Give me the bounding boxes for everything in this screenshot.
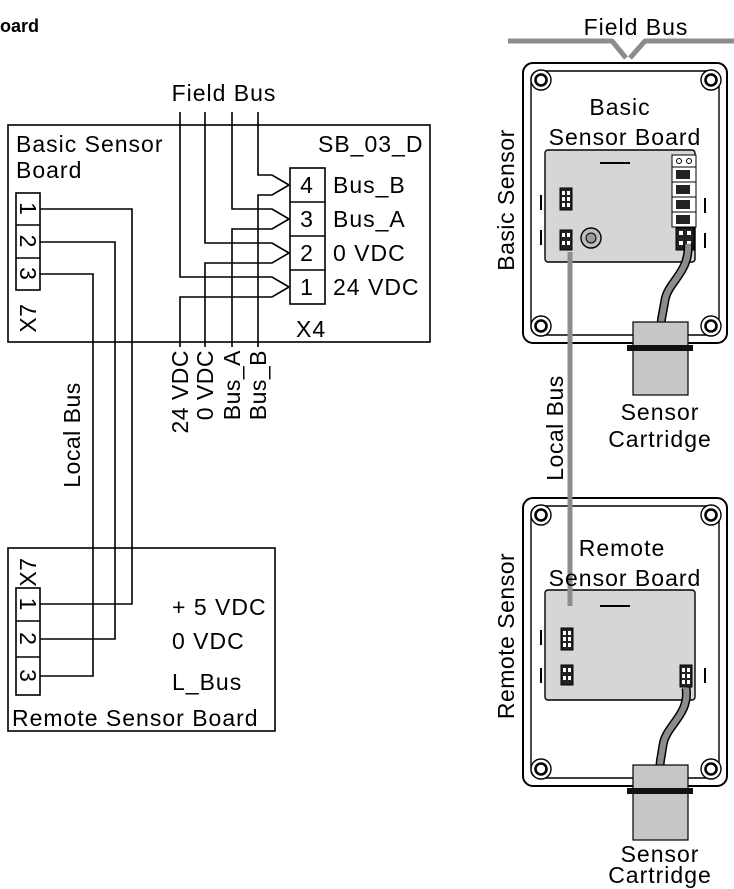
- remote-sensor-enclosure: [522, 497, 728, 841]
- connector-icon: [559, 187, 573, 211]
- basic-sensor-enclosure: Basic Sensor Board: [522, 62, 728, 396]
- wire-bus-b-out: [257, 184, 290, 347]
- remote-board-label-line2: Sensor Board: [549, 565, 702, 591]
- wire-0vdc-out: [204, 252, 290, 347]
- x4-pin-number: 2: [300, 240, 314, 266]
- x7-block: [15, 192, 41, 291]
- round-component-icon: [580, 227, 602, 249]
- local-bus-wire-pin2: [40, 241, 116, 640]
- wire-24vdc-in: [179, 112, 290, 288]
- sensor-cartridge: [632, 321, 689, 396]
- screw-icon: [700, 315, 722, 337]
- local-bus-wire-pin3: [40, 273, 94, 677]
- remote-pin-signal: 0 VDC: [172, 628, 245, 654]
- terminal-strip-icon: [671, 154, 697, 251]
- remote-pin-signal: + 5 VDC: [172, 594, 267, 620]
- x7-label: X7: [15, 557, 41, 586]
- pictorial: Field Bus Basic Sensor Board: [493, 14, 734, 888]
- basic-board-name-line2: Board: [16, 157, 82, 183]
- sensor-cable: [657, 687, 690, 769]
- page-heading-fragment: oard: [0, 16, 39, 36]
- outgoing-24vdc-label: 24 VDC: [167, 350, 193, 434]
- connector-icon: [560, 627, 574, 651]
- field-bus-wiring: [179, 112, 290, 347]
- x4-pin-number: 1: [300, 274, 314, 300]
- wire-bus-a-out: [231, 218, 290, 347]
- x4-label: X4: [296, 316, 326, 342]
- local-bus-wiring: [40, 208, 133, 677]
- basic-board-name-line1: Basic Sensor: [16, 131, 164, 157]
- connector-icon: [679, 664, 693, 688]
- remote-board-x7-connector: 1 2 3 X7: [15, 557, 41, 696]
- screw-icon: [700, 758, 722, 780]
- field-bus-label: Field Bus: [172, 80, 277, 106]
- x7-pin-number: 2: [15, 235, 41, 249]
- basic-sensor-side-label: Basic Sensor: [493, 129, 519, 271]
- basic-board-label-line2: Sensor Board: [549, 124, 702, 150]
- remote-sensor-board-box: [7, 547, 276, 732]
- outgoing-0vdc-label: 0 VDC: [192, 350, 218, 420]
- wire-bus-b-in: [257, 112, 290, 186]
- screw-icon: [700, 504, 722, 526]
- screw-icon: [530, 315, 552, 337]
- enclosure-inner: [530, 70, 720, 336]
- x4-pin-number: 3: [300, 206, 314, 232]
- remote-pin-signal: L_Bus: [172, 669, 242, 695]
- basic-board-x4-terminal-block: 4 3 2 1 Bus_B Bus_A 0 VDC 24 VDC X4: [289, 167, 420, 342]
- outgoing-bus-a-label: Bus_A: [219, 350, 245, 420]
- enclosure-inner: [530, 505, 720, 779]
- x7-label: X7: [15, 303, 41, 332]
- basic-sensor-board-box: [7, 124, 431, 343]
- remote-sensor-side-label: Remote Sensor: [493, 553, 519, 719]
- wire-24vdc-out: [179, 286, 290, 347]
- x7-pin-number: 3: [15, 267, 41, 281]
- x7-pin-number: 2: [15, 632, 41, 646]
- remote-board-label-line1: Remote: [579, 535, 666, 561]
- connector-icon: [560, 664, 574, 686]
- x7-pin-number: 1: [15, 598, 41, 612]
- local-bus-label: Local Bus: [59, 382, 85, 488]
- wire-0vdc-in: [204, 112, 290, 254]
- screw-icon: [700, 69, 722, 91]
- screw-icon: [530, 758, 552, 780]
- local-bus-wire-pin1: [40, 208, 133, 605]
- remote-sensor-board-pcb: [544, 589, 696, 701]
- cartridge-band: [627, 345, 693, 351]
- basic-board-x7-connector: 1 2 3 X7: [15, 192, 41, 333]
- sensor-cartridge: [632, 764, 689, 841]
- basic-board-label-line1: Basic: [589, 94, 650, 120]
- cartridge-label-line2: Cartridge: [608, 426, 712, 452]
- sensor-cable: [658, 243, 692, 331]
- pictorial-local-bus-label: Local Bus: [542, 375, 568, 481]
- schematic: Field Bus Basic Sensor Board SB_03_D 1 2…: [7, 80, 431, 732]
- x4-pin-number: 4: [300, 172, 314, 198]
- remote-board-name: Remote Sensor Board: [12, 705, 259, 731]
- cartridge-band: [627, 788, 693, 794]
- x4-signal-label: Bus_A: [333, 206, 406, 232]
- x7-block: [15, 587, 41, 696]
- x4-signal-label: Bus_B: [333, 172, 406, 198]
- x4-signal-label: 24 VDC: [333, 274, 420, 300]
- screw-icon: [530, 69, 552, 91]
- connector-icon: [559, 229, 573, 251]
- x7-pin-number: 1: [15, 202, 41, 216]
- board-model-label: SB_03_D: [318, 131, 423, 157]
- cartridge-label-line2: Cartridge: [608, 862, 712, 888]
- field-bus-cable-left: [508, 38, 628, 60]
- wire-bus-a-in: [231, 112, 290, 220]
- screw-icon: [530, 504, 552, 526]
- field-bus-cable-right: [628, 38, 734, 60]
- x7-pin-number: 3: [15, 669, 41, 683]
- pictorial-field-bus-label: Field Bus: [584, 14, 689, 40]
- cartridge-label-line1: Sensor: [621, 841, 700, 867]
- cartridge-label-line1: Sensor: [621, 399, 700, 425]
- outgoing-bus-b-label: Bus_B: [245, 350, 271, 420]
- x4-signal-label: 0 VDC: [333, 240, 406, 266]
